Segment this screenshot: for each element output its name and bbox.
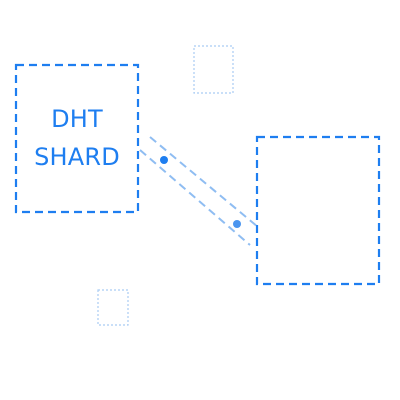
connector-line-lower — [139, 149, 251, 246]
empty-dashed-box — [255, 135, 381, 286]
connector-node-dot-end — [233, 220, 241, 228]
connector-line-upper — [149, 136, 259, 228]
dht-shard-label-line2: SHARD — [34, 143, 120, 171]
faint-dotted-box-top — [193, 45, 234, 94]
connector-link — [139, 136, 259, 246]
faint-dotted-box-bottom — [97, 289, 129, 326]
dht-shard-label: DHT SHARD — [16, 100, 138, 176]
dht-shard-box — [14, 63, 140, 214]
connector-node-dot-start — [160, 156, 168, 164]
dht-shard-label-line1: DHT — [51, 105, 103, 133]
